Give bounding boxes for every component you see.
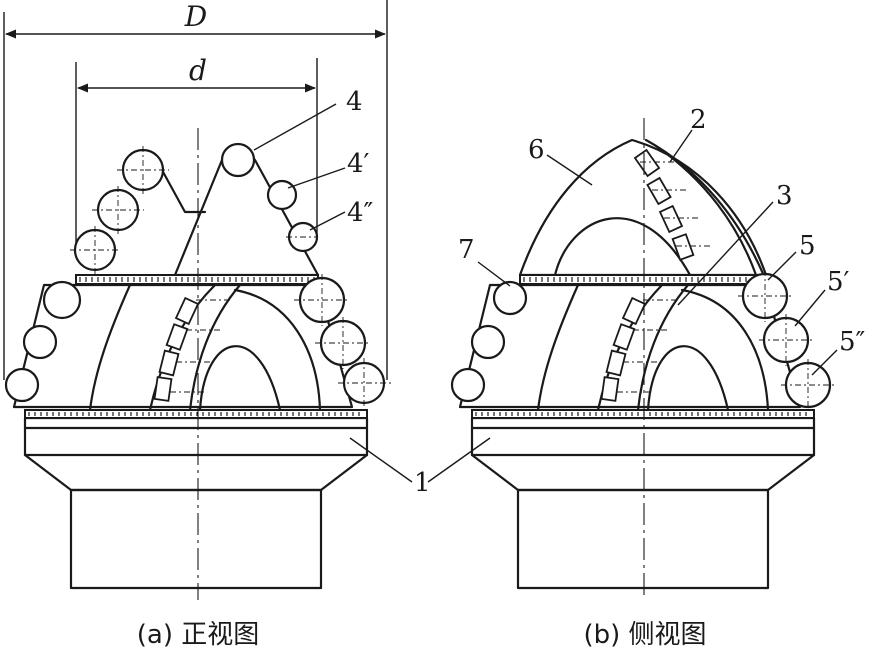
- side-shank: [516, 488, 770, 590]
- bit-body: [23, 416, 369, 457]
- side-balls: [450, 272, 832, 409]
- ring-hatching: [79, 277, 315, 282]
- ball-cutter: [470, 324, 506, 360]
- dimension-d: d: [75, 54, 318, 250]
- label-7: 7: [458, 235, 475, 265]
- label-5-prime: 5′: [827, 267, 850, 297]
- label-1: 1: [414, 468, 431, 498]
- shank-neck: [23, 453, 369, 492]
- upper-ring: [75, 274, 319, 285]
- side-lower-tooth-row: [600, 296, 647, 402]
- side-bit-body: [470, 416, 816, 457]
- side-crosshairs: [617, 161, 837, 411]
- shank: [69, 488, 323, 590]
- ball-cutter: [450, 367, 486, 403]
- dimension-d-label: d: [189, 54, 207, 87]
- ring-hatching: [28, 412, 360, 416]
- label-3: 3: [776, 181, 793, 211]
- side-view: 2 6 3 7 5 5′ 5″ (b) 侧视图: [427, 105, 866, 650]
- lower-ring: [24, 409, 368, 419]
- label-4: 4: [346, 87, 363, 117]
- ball-cutter: [4, 367, 40, 403]
- dimension-D-label: D: [184, 0, 207, 33]
- ring-hatching: [475, 412, 807, 416]
- caption-front-view: (a) 正视图: [137, 620, 260, 650]
- label-2: 2: [690, 105, 707, 135]
- side-shank-neck: [470, 453, 816, 492]
- ball-cutter: [42, 280, 82, 320]
- caption-side-view: (b) 侧视图: [583, 620, 706, 650]
- label-4-double-prime: 4″: [347, 198, 374, 228]
- dimension-D: D: [3, 0, 388, 380]
- ball-cutter-7: [492, 280, 528, 316]
- side-upper-tooth-row: [633, 148, 695, 261]
- front-tooth-row: [153, 296, 200, 402]
- ball-cutter-4-prime: [266, 179, 298, 211]
- front-lower-balls: [4, 276, 386, 405]
- front-view: D d: [3, 0, 431, 650]
- ball-cutter-4: [220, 142, 256, 178]
- ring-hatching: [523, 277, 765, 282]
- label-6: 6: [528, 135, 545, 165]
- label-5-double-prime: 5″: [839, 327, 866, 357]
- side-upper-cone: [518, 138, 768, 277]
- label-4-prime: 4′: [347, 149, 370, 179]
- ball-cutter: [22, 324, 58, 360]
- label-5: 5: [799, 231, 816, 261]
- side-lower-ring: [471, 409, 815, 419]
